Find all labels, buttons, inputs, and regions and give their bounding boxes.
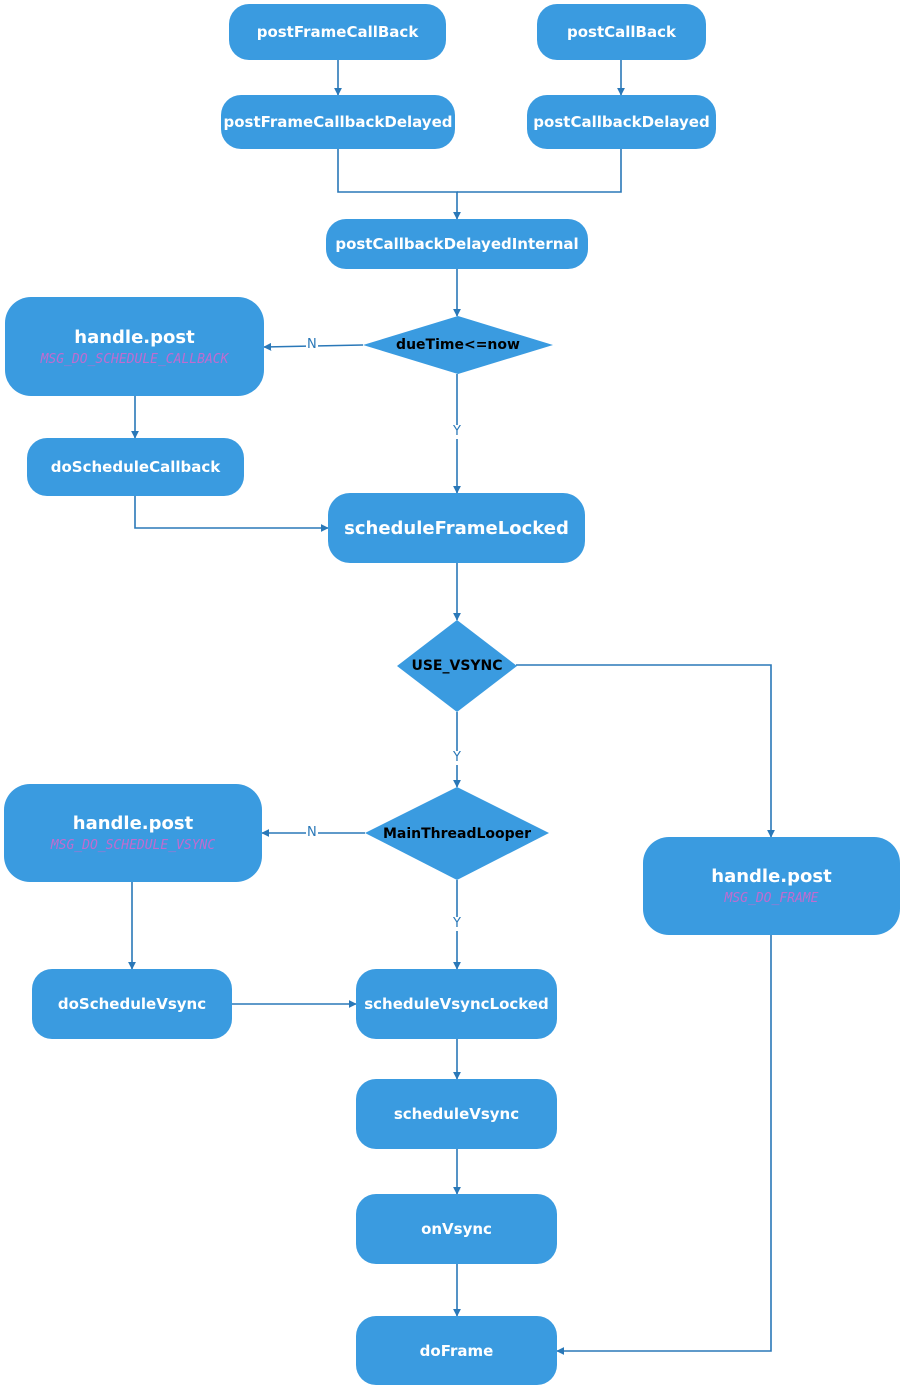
- node-postcallback: postCallBack: [537, 4, 706, 60]
- node-label: postFrameCallBack: [256, 23, 419, 41]
- edge-label-duetime-no: N: [306, 337, 318, 352]
- node-schedulevsynclocked: scheduleVsyncLocked: [356, 969, 557, 1039]
- node-postcallbackdelayed: postCallbackDelayed: [527, 95, 716, 149]
- node-postcallbackdelayedinternal: postCallbackDelayedInternal: [326, 219, 588, 269]
- node-label: doFrame: [419, 1341, 494, 1360]
- edge-callbackdelayed-to-internal: [457, 149, 622, 193]
- edge-label-looper-no: N: [306, 825, 318, 840]
- node-label: postCallbackDelayed: [533, 113, 710, 131]
- edge-doschedulecallback-to-scheduleframe: [134, 496, 329, 532]
- node-onvsync: onVsync: [356, 1194, 557, 1264]
- node-label: scheduleVsyncLocked: [364, 995, 549, 1013]
- node-message: MSG_DO_SCHEDULE_VSYNC: [50, 838, 216, 853]
- node-handlepost-frame: handle.post MSG_DO_FRAME: [643, 837, 900, 935]
- node-title: handle.post: [74, 326, 195, 348]
- decision-use-vsync: USE_VSYNC: [397, 620, 517, 712]
- node-label: onVsync: [421, 1220, 492, 1238]
- node-label: doScheduleCallback: [50, 458, 221, 476]
- edge-label-duetime-yes: Y: [452, 424, 462, 439]
- node-scheduleframelocked: scheduleFrameLocked: [328, 493, 585, 563]
- node-label: postFrameCallbackDelayed: [223, 113, 453, 131]
- node-message: MSG_DO_SCHEDULE_CALLBACK: [40, 351, 229, 367]
- edge-handlepost-frame-to-doframe: [556, 935, 772, 1355]
- edge-label-looper-yes: Y: [452, 916, 462, 931]
- node-handlepost-schedule-vsync: handle.post MSG_DO_SCHEDULE_VSYNC: [4, 784, 262, 882]
- decision-duetime: dueTime<=now: [363, 316, 553, 374]
- decision-main-thread-looper: MainThreadLooper: [365, 787, 549, 880]
- node-label: scheduleFrameLocked: [344, 517, 569, 539]
- node-postframecallback: postFrameCallBack: [229, 4, 446, 60]
- node-label: doScheduleVsync: [57, 995, 207, 1013]
- edge-label-usevsync-yes: Y: [452, 750, 462, 765]
- node-message: MSG_DO_FRAME: [724, 891, 819, 906]
- node-postframecallbackdelayed: postFrameCallbackDelayed: [221, 95, 455, 149]
- decision-label: dueTime<=now: [396, 337, 520, 353]
- node-doschedulevsync: doScheduleVsync: [32, 969, 232, 1039]
- node-title: handle.post: [711, 866, 832, 887]
- node-label: postCallBack: [567, 23, 676, 41]
- node-title: handle.post: [72, 813, 194, 834]
- node-schedulevsync: scheduleVsync: [356, 1079, 557, 1149]
- node-doframe: doFrame: [356, 1316, 557, 1385]
- node-handlepost-schedule-callback: handle.post MSG_DO_SCHEDULE_CALLBACK: [5, 297, 264, 396]
- edge-usevsync-to-handlepost-frame: [516, 664, 775, 838]
- decision-label: USE_VSYNC: [411, 658, 503, 674]
- edge-framedelayed-to-internal: [337, 149, 461, 220]
- decision-label: MainThreadLooper: [382, 825, 532, 842]
- node-label: postCallbackDelayedInternal: [335, 235, 579, 253]
- node-doschedulecallback: doScheduleCallback: [27, 438, 244, 496]
- node-label: scheduleVsync: [393, 1105, 520, 1123]
